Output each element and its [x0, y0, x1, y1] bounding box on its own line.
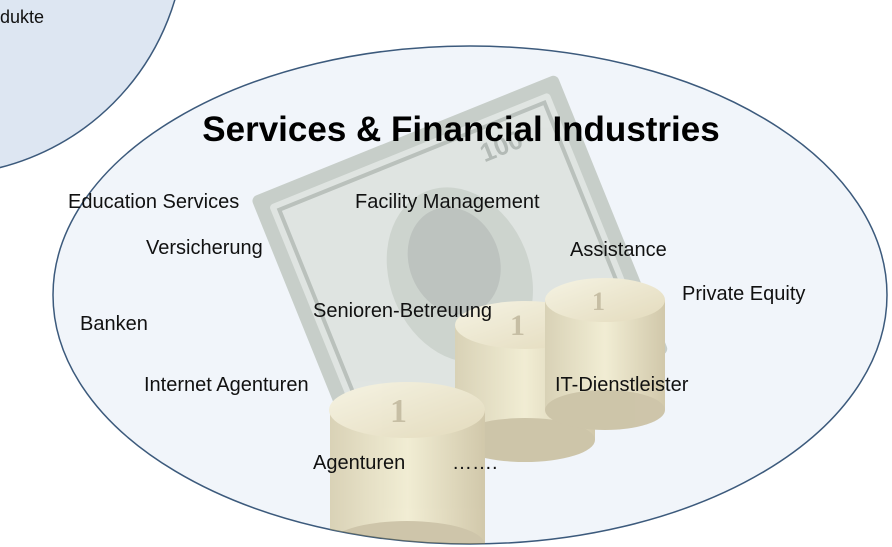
term-banken: Banken: [80, 313, 148, 335]
term-private-equity: Private Equity: [682, 283, 806, 305]
diagram-title: Services & Financial Industries: [202, 110, 720, 149]
money-illustration: 100 100 1 1 1: [252, 75, 668, 544]
term-assistance: Assistance: [570, 239, 667, 261]
term-versicherung: Versicherung: [146, 237, 263, 259]
term-it-dienstleister: IT-Dienstleister: [555, 374, 689, 396]
corner-circle-label: dukte: [0, 7, 45, 27]
term-agenturen: Agenturen: [313, 452, 406, 474]
svg-text:1: 1: [390, 393, 407, 430]
term-senioren-betreuung: Senioren-Betreuung: [313, 300, 493, 322]
term-ellipsis: …….: [452, 452, 498, 474]
term-internet-agenturen: Internet Agenturen: [144, 374, 309, 396]
corner-circle: [0, 0, 176, 169]
gold-coins-image: 1 1 1: [329, 278, 665, 544]
term-education-services: Education Services: [68, 191, 240, 213]
term-facility-management: Facility Management: [355, 191, 540, 213]
svg-text:1: 1: [592, 287, 605, 316]
svg-text:1: 1: [510, 309, 525, 342]
